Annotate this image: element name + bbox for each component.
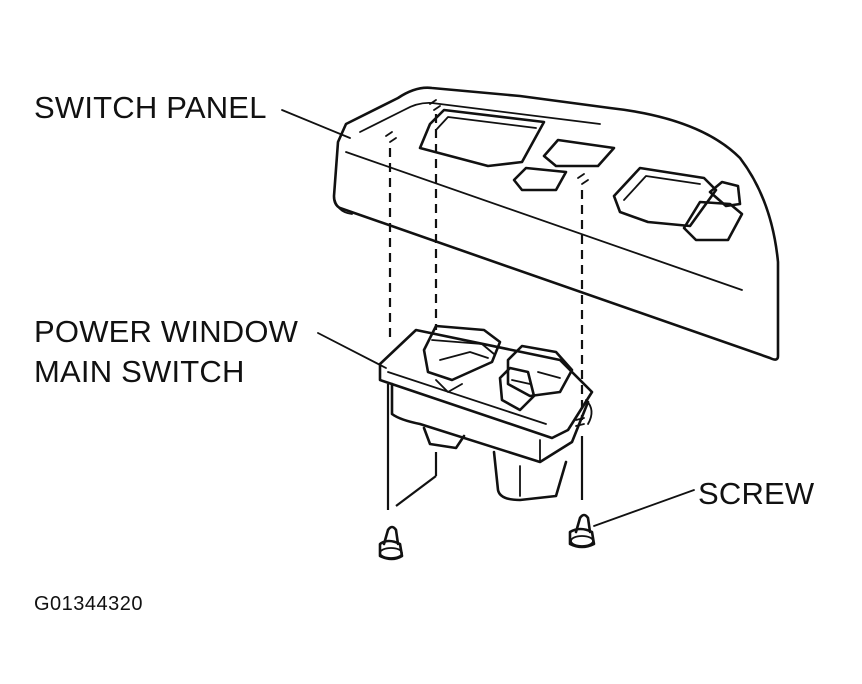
power-window-main-switch-drawing	[378, 324, 594, 502]
screw-right-drawing	[568, 513, 596, 549]
power-window-label-line2: MAIN SWITCH	[34, 354, 245, 389]
figure-code: G01344320	[34, 593, 144, 615]
power-window-label-line1: POWER WINDOW	[34, 314, 299, 349]
screw-label: SCREW	[698, 476, 815, 511]
leader-lines	[281, 109, 695, 527]
switch-panel-label: SWITCH PANEL	[34, 90, 267, 125]
alignment-lines	[386, 114, 584, 510]
switch-panel-drawing	[332, 86, 780, 361]
screw-left-drawing	[378, 525, 404, 561]
panel-screw-marks	[385, 99, 589, 185]
